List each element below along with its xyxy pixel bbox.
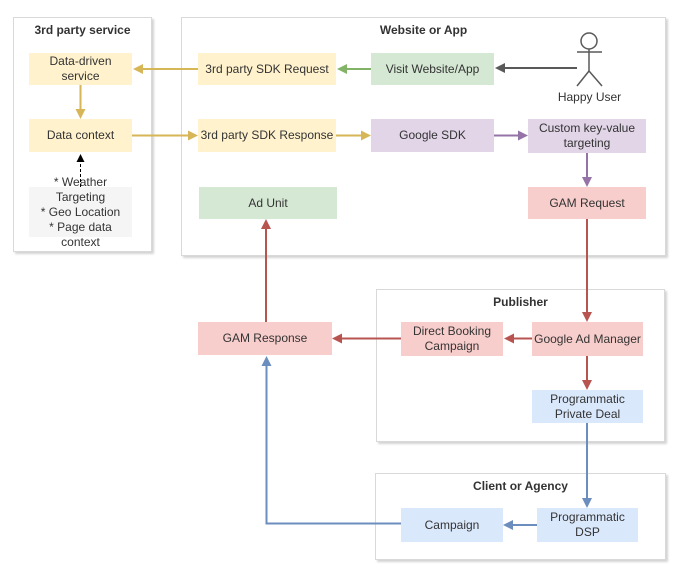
node-data-context: Data context: [29, 119, 132, 152]
node-gam-response: GAM Response: [198, 322, 332, 355]
container-title: Client or Agency: [473, 479, 568, 493]
node-third-party-sdk-response: 3rd party SDK Response: [198, 119, 336, 152]
node-visit-website-app: Visit Website/App: [371, 53, 494, 85]
node-data-driven-service: Data-driven service: [29, 53, 132, 85]
happy-user-label: Happy User: [557, 90, 622, 104]
node-direct-booking-campaign: Direct Booking Campaign: [401, 322, 503, 356]
container-title: Publisher: [493, 295, 548, 309]
node-third-party-sdk-request: 3rd party SDK Request: [198, 53, 336, 85]
note-line: * Geo Location: [40, 204, 121, 219]
note-targeting-examples: * Weather Targeting * Geo Location * Pag…: [29, 175, 132, 249]
container-title: Website or App: [379, 23, 468, 37]
node-programmatic-private-deal: Programmatic Private Deal: [532, 390, 643, 423]
node-google-ad-manager: Google Ad Manager: [532, 322, 643, 356]
happy-user-icon: [576, 32, 603, 87]
node-campaign: Campaign: [401, 508, 503, 542]
node-gam-request: GAM Request: [528, 187, 646, 219]
node-custom-key-value-targeting: Custom key-value targeting: [528, 119, 646, 153]
node-google-sdk: Google SDK: [371, 119, 494, 152]
node-programmatic-dsp: Programmatic DSP: [537, 508, 638, 542]
container-title: 3rd party service: [34, 23, 131, 37]
node-ad-unit: Ad Unit: [199, 187, 337, 219]
note-line: * Weather Targeting: [53, 174, 108, 204]
note-line: * Page data context: [49, 219, 112, 249]
